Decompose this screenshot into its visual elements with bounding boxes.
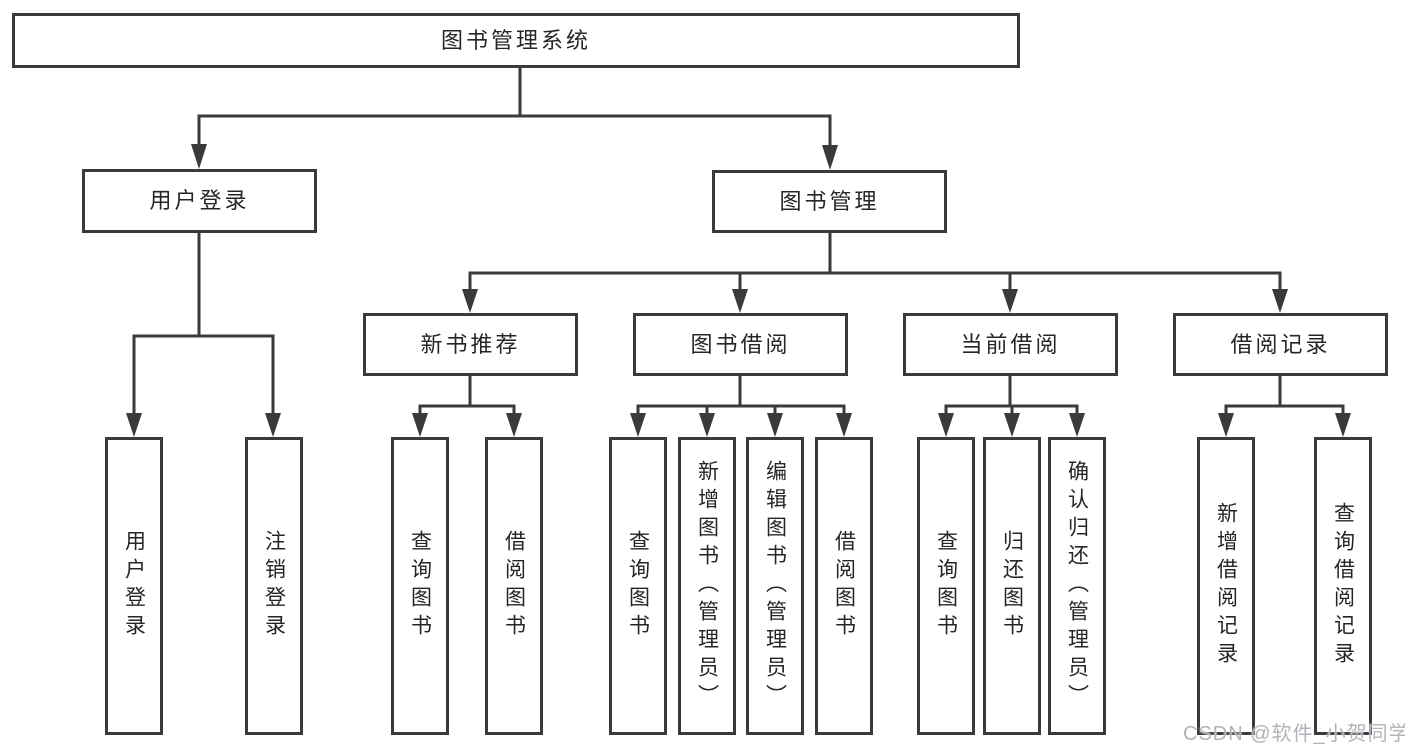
- node-label: 图书管理系统: [440, 27, 591, 53]
- node-leaf-add-books-admin: 新增图书（管理员）: [678, 437, 736, 735]
- node-label: 图书管理: [779, 188, 880, 214]
- node-label: 新增借阅记录: [1214, 502, 1238, 670]
- node-label: 用户登录: [149, 188, 250, 213]
- node-label: 编辑图书（管理员）: [763, 460, 787, 712]
- node-leaf-query-borrow-record: 查询借阅记录: [1314, 437, 1372, 735]
- node-label: 图书借阅: [690, 331, 791, 357]
- node-leaf-borrow-books-2: 借阅图书: [815, 437, 873, 735]
- connector-mgmt-cross: [468, 271, 1282, 292]
- connector-root-cross: [197, 114, 832, 147]
- node-book-borrowing: 图书借阅: [633, 313, 848, 376]
- node-leaf-confirm-return-admin: 确认归还（管理员）: [1048, 437, 1106, 735]
- node-leaf-query-books-3: 查询图书: [917, 437, 975, 735]
- node-borrowing-records: 借阅记录: [1173, 313, 1388, 376]
- connector-current-cross: [944, 404, 1079, 415]
- node-leaf-user-login: 用户登录: [105, 437, 163, 735]
- node-user-login-group: 用户登录: [82, 169, 317, 233]
- node-label: 注销登录: [262, 530, 286, 642]
- connector-login-cross: [132, 334, 275, 415]
- node-label: 查询图书: [408, 530, 432, 642]
- node-leaf-query-books-2: 查询图书: [609, 437, 667, 735]
- node-leaf-edit-books-admin: 编辑图书（管理员）: [746, 437, 804, 735]
- connector-newbook-cross: [418, 404, 516, 415]
- node-leaf-add-borrow-record: 新增借阅记录: [1197, 437, 1255, 735]
- node-label: 借阅图书: [832, 530, 856, 642]
- node-label: 查询图书: [626, 530, 650, 642]
- node-leaf-query-books-1: 查询图书: [391, 437, 449, 735]
- csdn-watermark: CSDN @软件_小贺同学: [1183, 723, 1405, 745]
- node-label: 归还图书: [1000, 530, 1024, 642]
- node-new-book-recommendation: 新书推荐: [363, 313, 578, 376]
- arrowheads: [126, 144, 1351, 437]
- node-label: 当前借阅: [960, 331, 1061, 357]
- node-leaf-logout: 注销登录: [245, 437, 303, 735]
- node-label: 借阅记录: [1230, 331, 1331, 357]
- node-label: 新增图书（管理员）: [695, 460, 719, 712]
- node-label: 用户登录: [122, 530, 146, 642]
- node-label: 查询图书: [934, 530, 958, 642]
- node-leaf-return-books: 归还图书: [983, 437, 1041, 735]
- node-leaf-borrow-books-1: 借阅图书: [485, 437, 543, 735]
- node-label: 新书推荐: [420, 331, 521, 357]
- node-current-borrowing: 当前借阅: [903, 313, 1118, 376]
- node-label: 查询借阅记录: [1331, 502, 1355, 670]
- connector-borrow-cross: [636, 404, 846, 415]
- node-label: 借阅图书: [502, 530, 526, 642]
- node-book-management: 图书管理: [712, 170, 947, 233]
- connector-records-cross: [1224, 404, 1345, 415]
- node-label: 确认归还（管理员）: [1065, 460, 1089, 712]
- node-library-management-system: 图书管理系统: [12, 13, 1020, 68]
